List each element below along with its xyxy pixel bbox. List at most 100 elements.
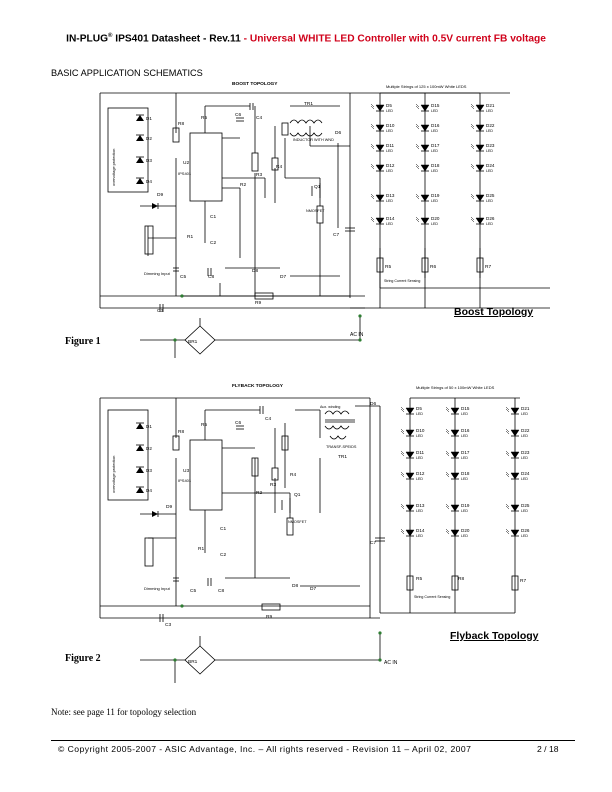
dimming-label: Dimming Input bbox=[144, 271, 171, 276]
led-type: LED bbox=[486, 109, 493, 113]
led-ref: D15 bbox=[461, 406, 470, 411]
zener-label: D3 bbox=[146, 158, 152, 163]
led-type: LED bbox=[521, 534, 528, 538]
boost-schematic: D5LEDD10LEDD11LEDD12LEDD13LEDD14LEDD15LE… bbox=[99, 81, 550, 358]
led-type: LED bbox=[521, 434, 528, 438]
led-type: LED bbox=[386, 149, 393, 153]
led-ref: D19 bbox=[431, 193, 440, 198]
led-ref: D11 bbox=[386, 143, 395, 148]
led-ref: D20 bbox=[461, 528, 470, 533]
c5-label: C5 bbox=[190, 588, 196, 594]
d8-label: D8 bbox=[292, 583, 298, 589]
led-type: LED bbox=[431, 109, 438, 113]
ovp-label: overvoltage protection bbox=[112, 149, 116, 186]
zener-d1: D1 bbox=[136, 422, 152, 429]
zener-d4: D4 bbox=[136, 486, 152, 493]
header-brand: IN-PLUG bbox=[66, 33, 108, 45]
figure-2-caption: Figure 2 bbox=[65, 653, 101, 664]
led-type: LED bbox=[386, 199, 393, 203]
led-ref: D13 bbox=[386, 193, 395, 198]
r3-label: R3 bbox=[270, 482, 276, 488]
led-type: LED bbox=[416, 477, 423, 481]
ovp-label: overvoltage protection bbox=[112, 456, 116, 493]
section-title: BASIC APPLICATION SCHEMATICS bbox=[51, 68, 203, 78]
led-type: LED bbox=[461, 412, 468, 416]
page-number: 2 / 18 bbox=[537, 744, 559, 754]
flyback-schematic: D5LEDD10LEDD11LEDD12LEDD13LEDD14LEDD15LE… bbox=[99, 383, 530, 683]
zener-d2: D2 bbox=[136, 444, 152, 451]
d6-label: D6 bbox=[370, 401, 376, 407]
d8-label: D8 bbox=[252, 268, 258, 274]
led-type: LED bbox=[386, 109, 393, 113]
tr1-label: TR1 bbox=[338, 454, 347, 460]
sensing-label: String Current Sensing bbox=[384, 279, 420, 283]
sensing-label: String Current Sensing bbox=[414, 595, 450, 599]
r8-label: R8 bbox=[178, 429, 184, 435]
led-ref: D25 bbox=[521, 503, 530, 508]
led-type: LED bbox=[416, 456, 423, 460]
flyback-topology-label: Flyback Topology bbox=[450, 630, 539, 642]
led-ref: D10 bbox=[386, 123, 395, 128]
led-type: LED bbox=[521, 477, 528, 481]
led-ref: D16 bbox=[461, 428, 470, 433]
led-ref: D22 bbox=[486, 123, 495, 128]
dimming-label: Dimming Input bbox=[144, 586, 171, 591]
zener-d2: D2 bbox=[136, 134, 152, 141]
r5-label: R5 bbox=[201, 422, 207, 428]
c5-label: C5 bbox=[180, 274, 186, 280]
r2-label: R2 bbox=[256, 490, 262, 496]
zener-label: D1 bbox=[146, 116, 152, 121]
zener-d4: D4 bbox=[136, 177, 152, 184]
led-type: LED bbox=[486, 199, 493, 203]
footer-rule bbox=[51, 740, 575, 741]
led-type: LED bbox=[521, 456, 528, 460]
header-reg: ® bbox=[108, 33, 113, 39]
xfmr-label: TRANSF-SPEIDS bbox=[326, 445, 357, 449]
c8-label: C8 bbox=[208, 274, 214, 280]
led-ref: D12 bbox=[386, 163, 395, 168]
zener-d1: D1 bbox=[136, 114, 152, 121]
led-ref: D18 bbox=[431, 163, 440, 168]
c7-label: C7 bbox=[333, 232, 339, 238]
led-ref: D26 bbox=[521, 528, 530, 533]
led-ref: D24 bbox=[521, 471, 530, 476]
r8-label: R8 bbox=[178, 121, 184, 127]
d6-label: D6 bbox=[335, 130, 341, 136]
led-type: LED bbox=[431, 129, 438, 133]
r2-label: R2 bbox=[240, 182, 246, 188]
led-type: LED bbox=[431, 169, 438, 173]
led-ref: D16 bbox=[431, 123, 440, 128]
aux-label: Aux. winding bbox=[320, 405, 340, 409]
led-ref: D21 bbox=[486, 103, 495, 108]
led-type: LED bbox=[461, 509, 468, 513]
led-type: LED bbox=[521, 509, 528, 513]
zener-label: D4 bbox=[146, 179, 152, 184]
led-type: LED bbox=[486, 222, 493, 226]
led-type: LED bbox=[431, 199, 438, 203]
zener-d3: D3 bbox=[136, 466, 152, 473]
d7-label: D7 bbox=[280, 274, 286, 280]
led-ref: D24 bbox=[486, 163, 495, 168]
led-type: LED bbox=[486, 149, 493, 153]
u3-label: U3 bbox=[183, 468, 189, 474]
ac-label: AC IN bbox=[384, 660, 398, 666]
c4-label: C4 bbox=[256, 115, 262, 121]
led-type: LED bbox=[386, 169, 393, 173]
